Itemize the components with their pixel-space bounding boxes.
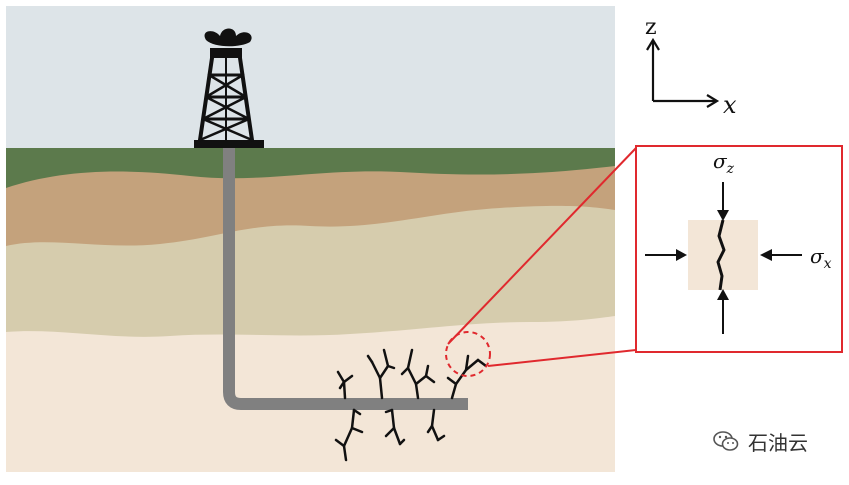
fracture-lower-3 [426,408,446,442]
arrow-right-icon [645,249,687,261]
fracture-upper-2 [366,348,396,400]
fracture-upper-3 [400,348,436,400]
sky-layer [6,6,615,151]
watermark: 石油云 [712,428,808,455]
stress-inset: σz σx [635,145,843,353]
arrow-left-icon [760,249,802,261]
oil-derrick-icon [194,28,264,148]
geology-cross-section [6,6,615,472]
z-axis-label: z [645,15,657,40]
fracture-upper-1 [336,370,354,400]
sigma-z-label: σz [713,149,735,177]
x-axis-arrowhead-icon [706,94,720,108]
fracture-lower-1 [334,408,364,462]
arrow-up-icon [717,289,729,334]
arrow-down-icon [717,182,729,221]
wechat-icon [713,431,739,451]
coordinate-axes [646,37,720,108]
callout-line-top [447,147,637,345]
hydraulic-fractures [334,348,488,462]
watermark-text: 石油云 [748,430,808,455]
fracture-lower-2 [384,408,406,446]
fracture-upper-4 [446,354,488,400]
callout-line-bottom [487,349,637,367]
fracture-highlight-circle [445,331,491,377]
wellbore [223,148,468,410]
shale-layer [6,316,615,472]
sigma-x-label: σx [810,244,832,272]
x-axis-label: x [723,91,737,119]
z-axis-arrowhead-icon [646,37,660,51]
stress-arrows [645,182,802,334]
inset-fracture [716,219,726,291]
